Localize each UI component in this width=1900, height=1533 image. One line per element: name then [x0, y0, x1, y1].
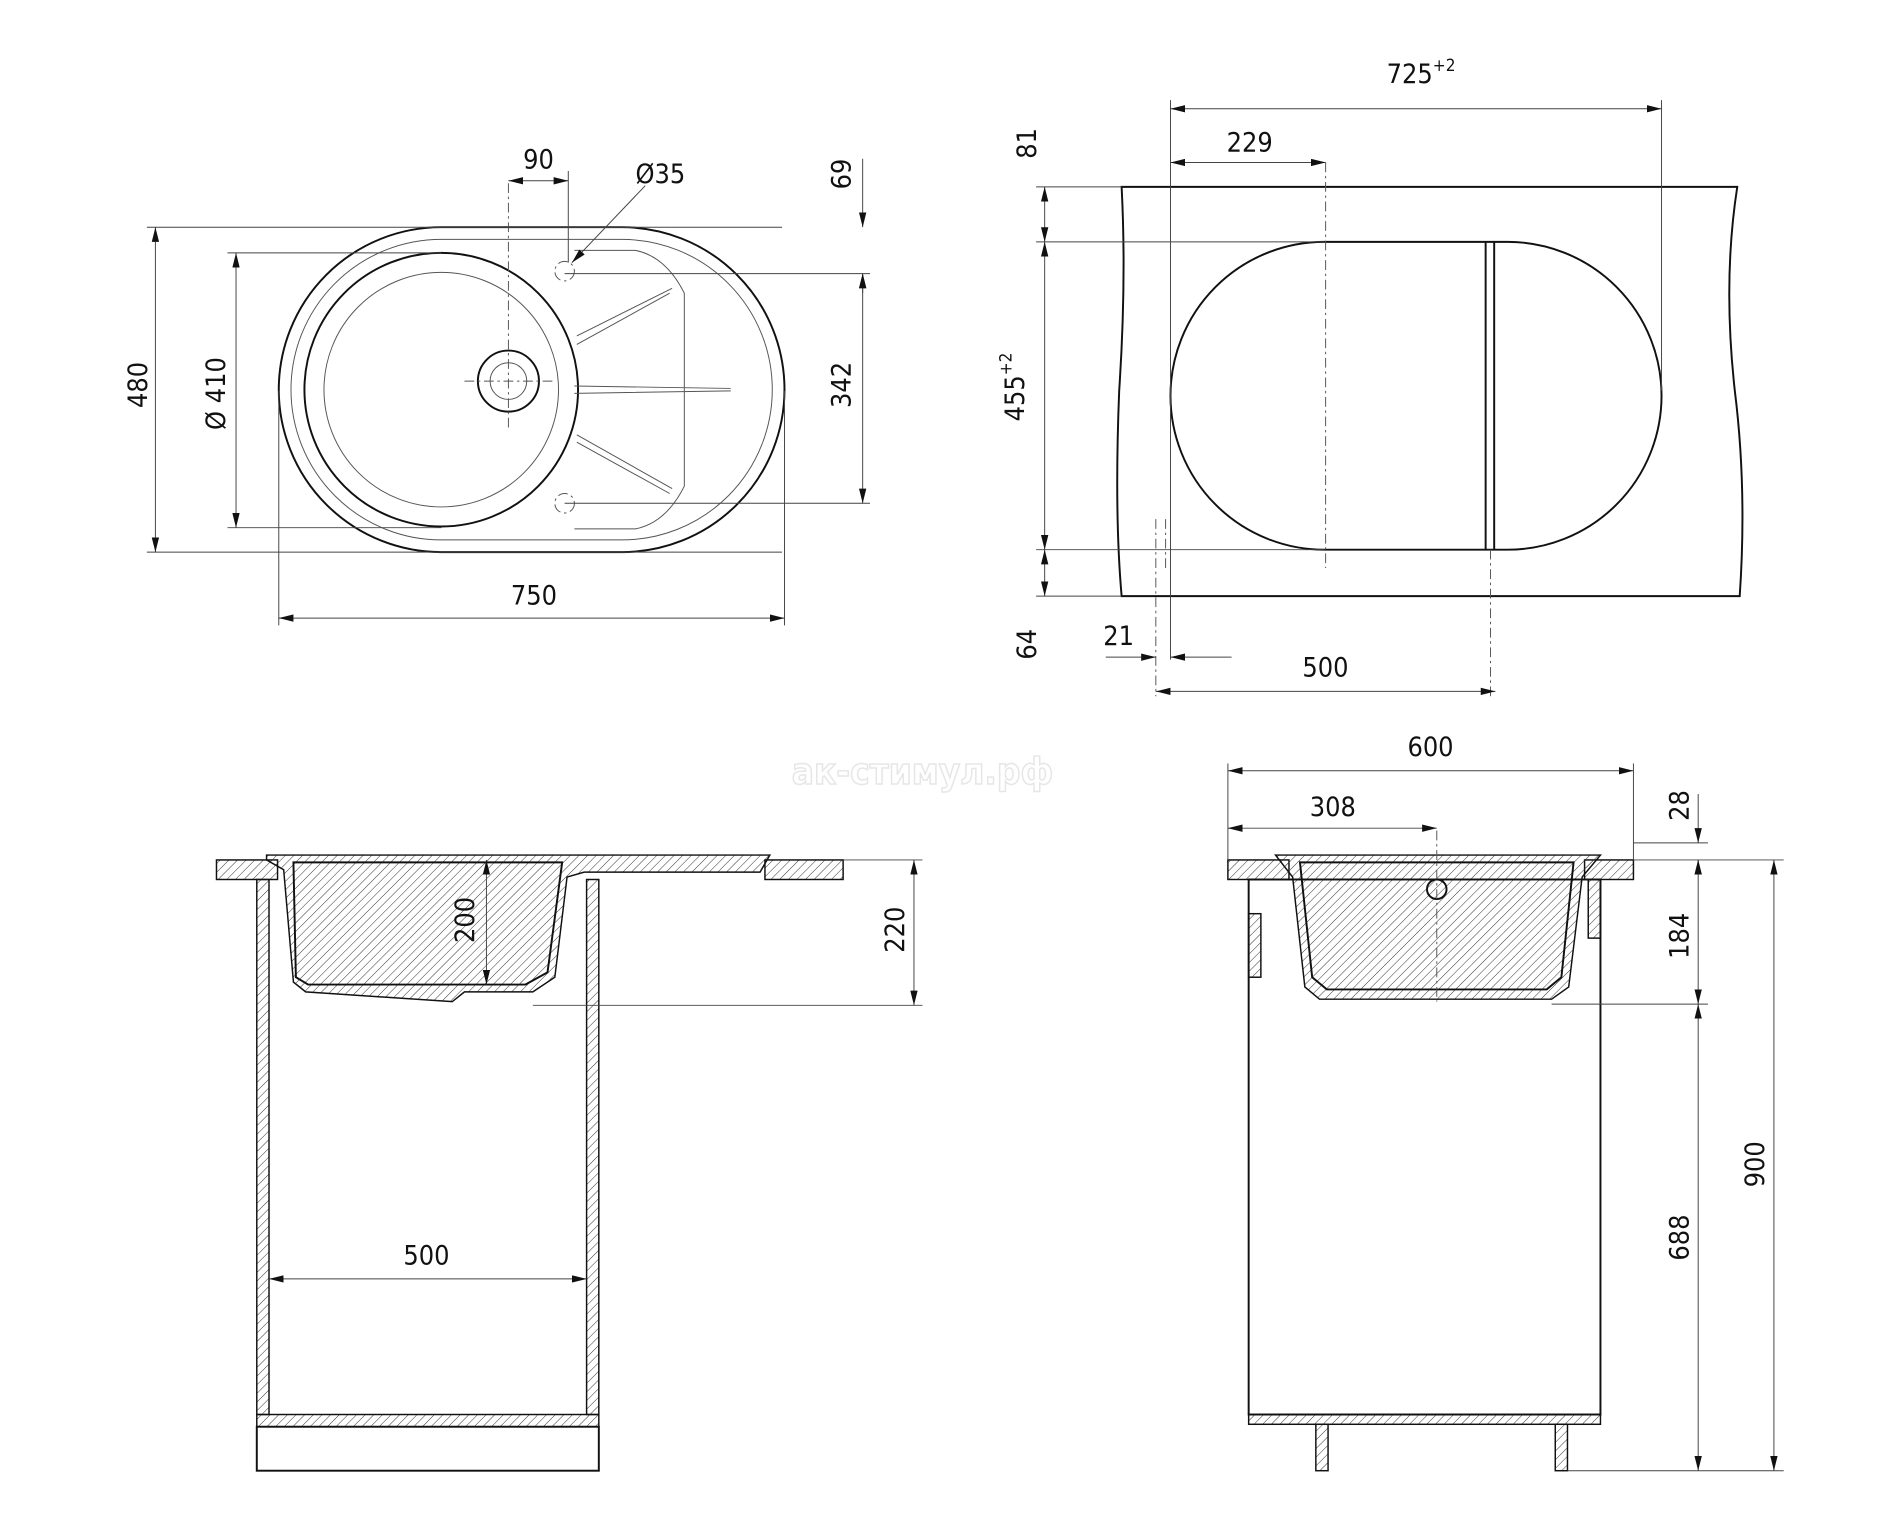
dim-sink-depth: 184	[1664, 913, 1695, 959]
dim-drain-offset: 308	[1310, 792, 1356, 823]
dim-countertop-thickness: 28	[1664, 790, 1695, 821]
sink-profile	[1274, 854, 1603, 1000]
dim-total-height: 900	[1740, 1141, 1771, 1187]
dim-side-offset: 21	[1103, 621, 1134, 652]
drainboard	[574, 249, 685, 530]
drainboard-ribs	[574, 287, 731, 494]
dim-bowl-depth: 200	[450, 897, 481, 943]
bowl-inner	[323, 271, 559, 508]
dim-countertop-depth: 600	[1407, 732, 1453, 763]
sink-profile	[265, 854, 772, 1003]
dim-cutout-width: 725+2	[1387, 56, 1456, 90]
dim-hole-spacing: 342	[826, 362, 857, 408]
dim-cabinet-width: 500	[403, 1240, 449, 1271]
watermark: ак-стимул.рф	[792, 750, 1053, 793]
side-section-view: 600 308 28 184 688 900	[1227, 732, 1784, 1472]
countertop-outline	[1116, 185, 1744, 598]
dim-hole-offset: 69	[826, 159, 857, 190]
dim-bowl-diameter: Ø 410	[201, 357, 232, 430]
dim-front-offset: 64	[1012, 629, 1043, 660]
cutout-view: 725+2 229 81 455+2 64 21 500	[997, 56, 1744, 697]
dim-cabinet-width: 500	[1302, 653, 1348, 684]
dim-bowl-center-offset: 229	[1227, 127, 1273, 158]
front-section-view: 200 220 500	[215, 854, 923, 1472]
dim-drain-offset: 90	[523, 145, 554, 176]
dim-under-sink-height: 688	[1664, 1214, 1695, 1260]
dim-height: 480	[123, 362, 154, 408]
dim-width: 750	[511, 581, 557, 612]
top-view: 480 Ø 410 90 Ø35 69 342 750	[123, 145, 870, 626]
dim-hole-diameter: Ø35	[635, 159, 685, 190]
sink-rim-inner	[290, 238, 773, 541]
dim-cutout-height: 455+2	[997, 353, 1031, 422]
dim-back-offset: 81	[1012, 128, 1043, 159]
dim-total-depth: 220	[880, 907, 911, 953]
cutout-outline	[1169, 240, 1663, 551]
tap-hole-top	[554, 260, 575, 282]
